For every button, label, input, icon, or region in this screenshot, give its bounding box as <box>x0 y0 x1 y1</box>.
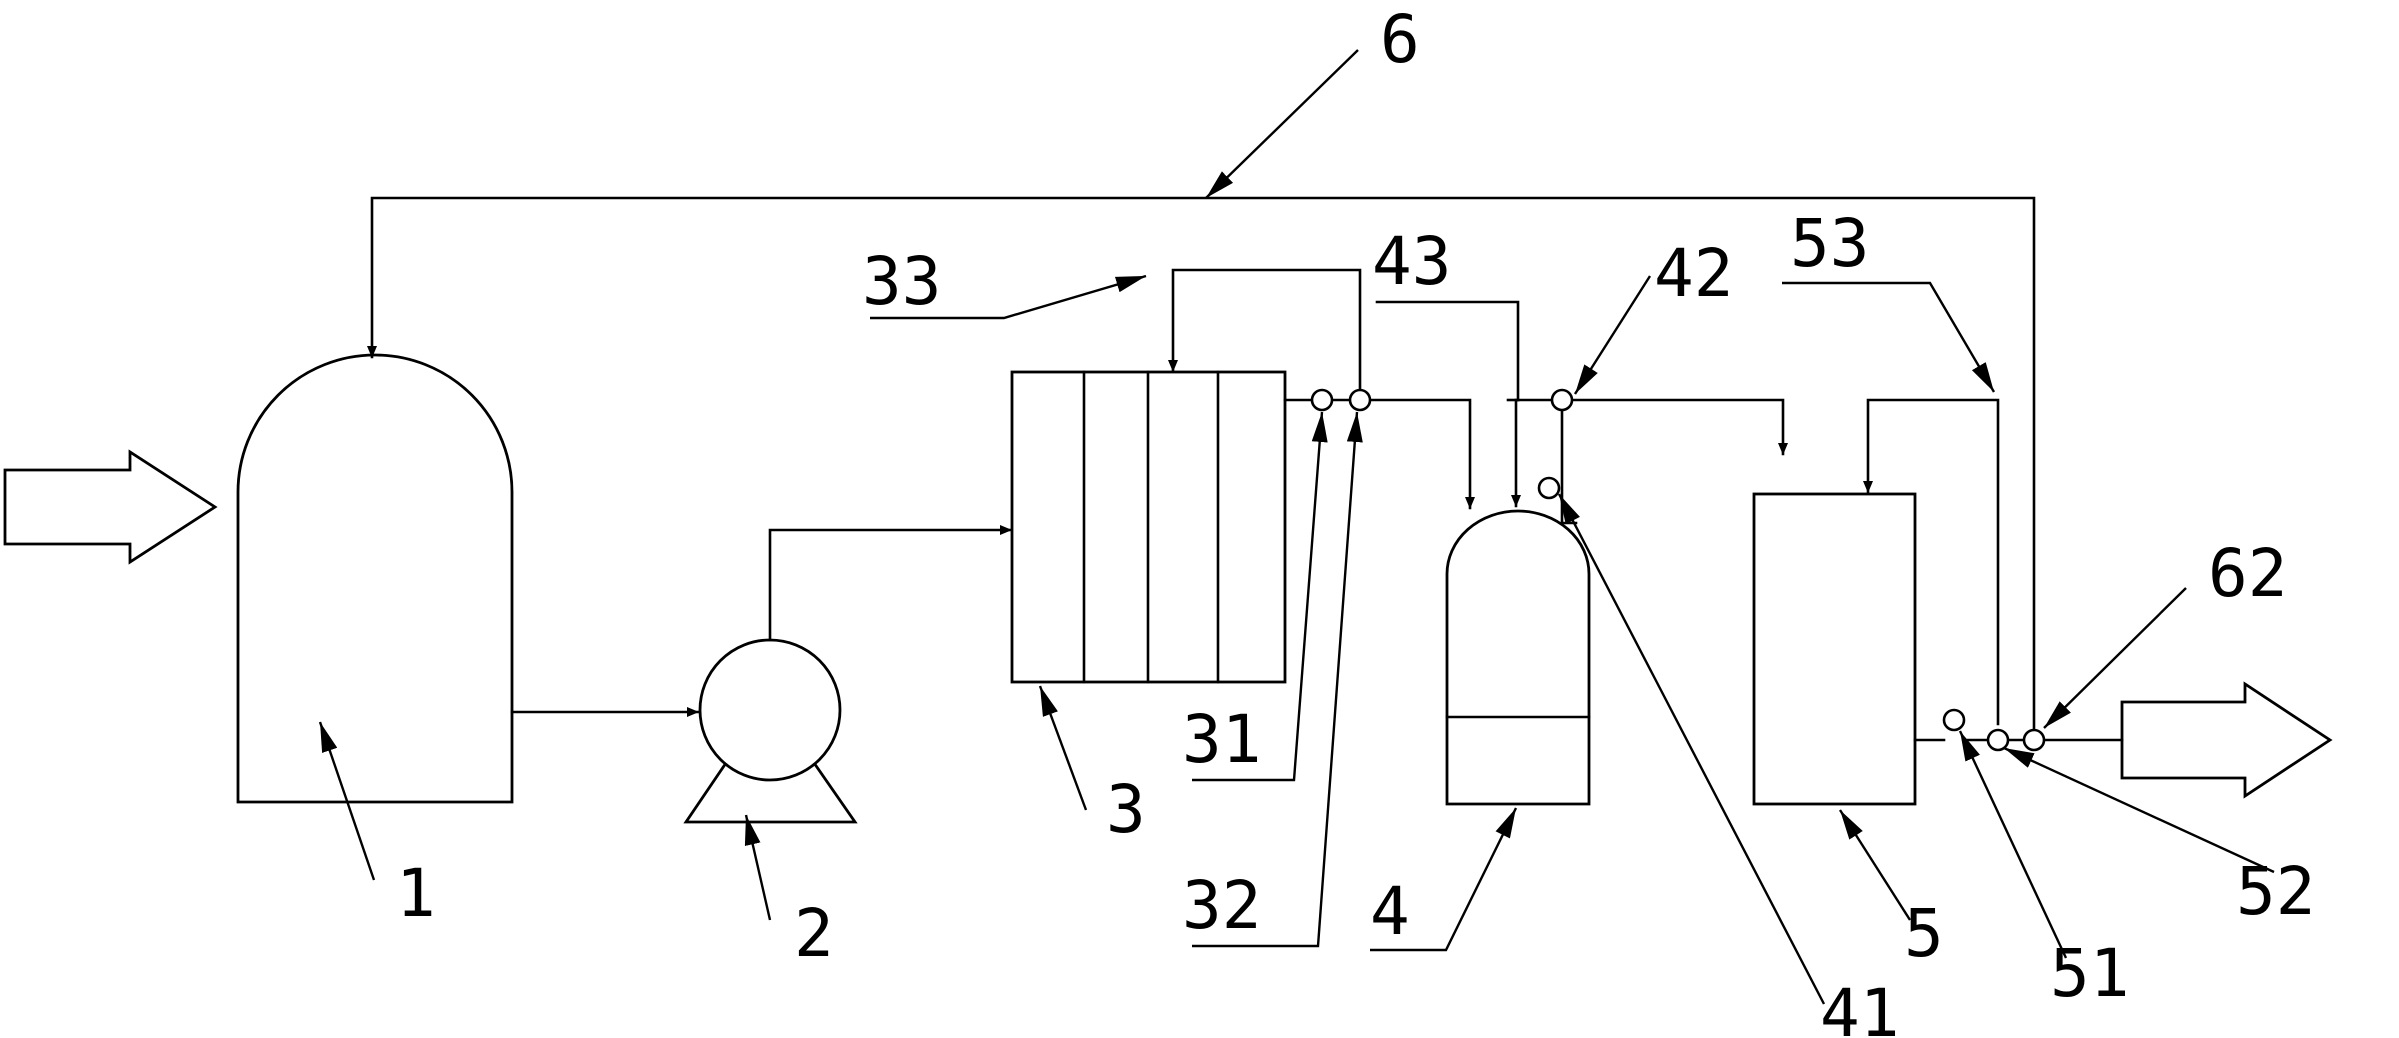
valve-51 <box>1942 708 1966 732</box>
label-51: 51 <box>2050 935 2129 1012</box>
valve-52 <box>1986 728 2010 752</box>
label-43: 43 <box>1372 223 1451 300</box>
tank-5 <box>1752 492 1917 806</box>
outlet-arrow <box>2120 681 2333 799</box>
label-5: 5 <box>1904 895 1944 972</box>
inlet-arrow <box>3 449 218 565</box>
label-31: 31 <box>1182 701 1261 778</box>
valve-32 <box>1348 388 1372 412</box>
label-2: 2 <box>794 895 834 972</box>
reference-labels: 1 2 3 31 32 33 4 41 42 43 5 51 52 53 6 6… <box>396 1 2315 1038</box>
label-62: 62 <box>2208 535 2287 612</box>
tank-1 <box>236 353 514 804</box>
label-3: 3 <box>1106 771 1146 848</box>
label-1: 1 <box>396 855 436 932</box>
label-4: 4 <box>1370 873 1410 950</box>
leader-lines <box>318 49 2275 1005</box>
valve-31 <box>1310 388 1334 412</box>
label-53: 53 <box>1790 205 1869 282</box>
label-32: 32 <box>1182 867 1261 944</box>
label-33: 33 <box>862 243 941 320</box>
label-41: 41 <box>1820 975 1899 1038</box>
valve-41 <box>1537 476 1561 500</box>
valves <box>1310 388 2046 752</box>
label-42: 42 <box>1654 235 1733 312</box>
vessel-4 <box>1445 509 1591 806</box>
label-52: 52 <box>2236 853 2315 930</box>
filter-bank-3 <box>1010 370 1287 684</box>
valve-42 <box>1550 388 1574 412</box>
valve-62 <box>2022 728 2046 752</box>
label-6: 6 <box>1380 1 1420 78</box>
pump-2 <box>683 638 858 824</box>
